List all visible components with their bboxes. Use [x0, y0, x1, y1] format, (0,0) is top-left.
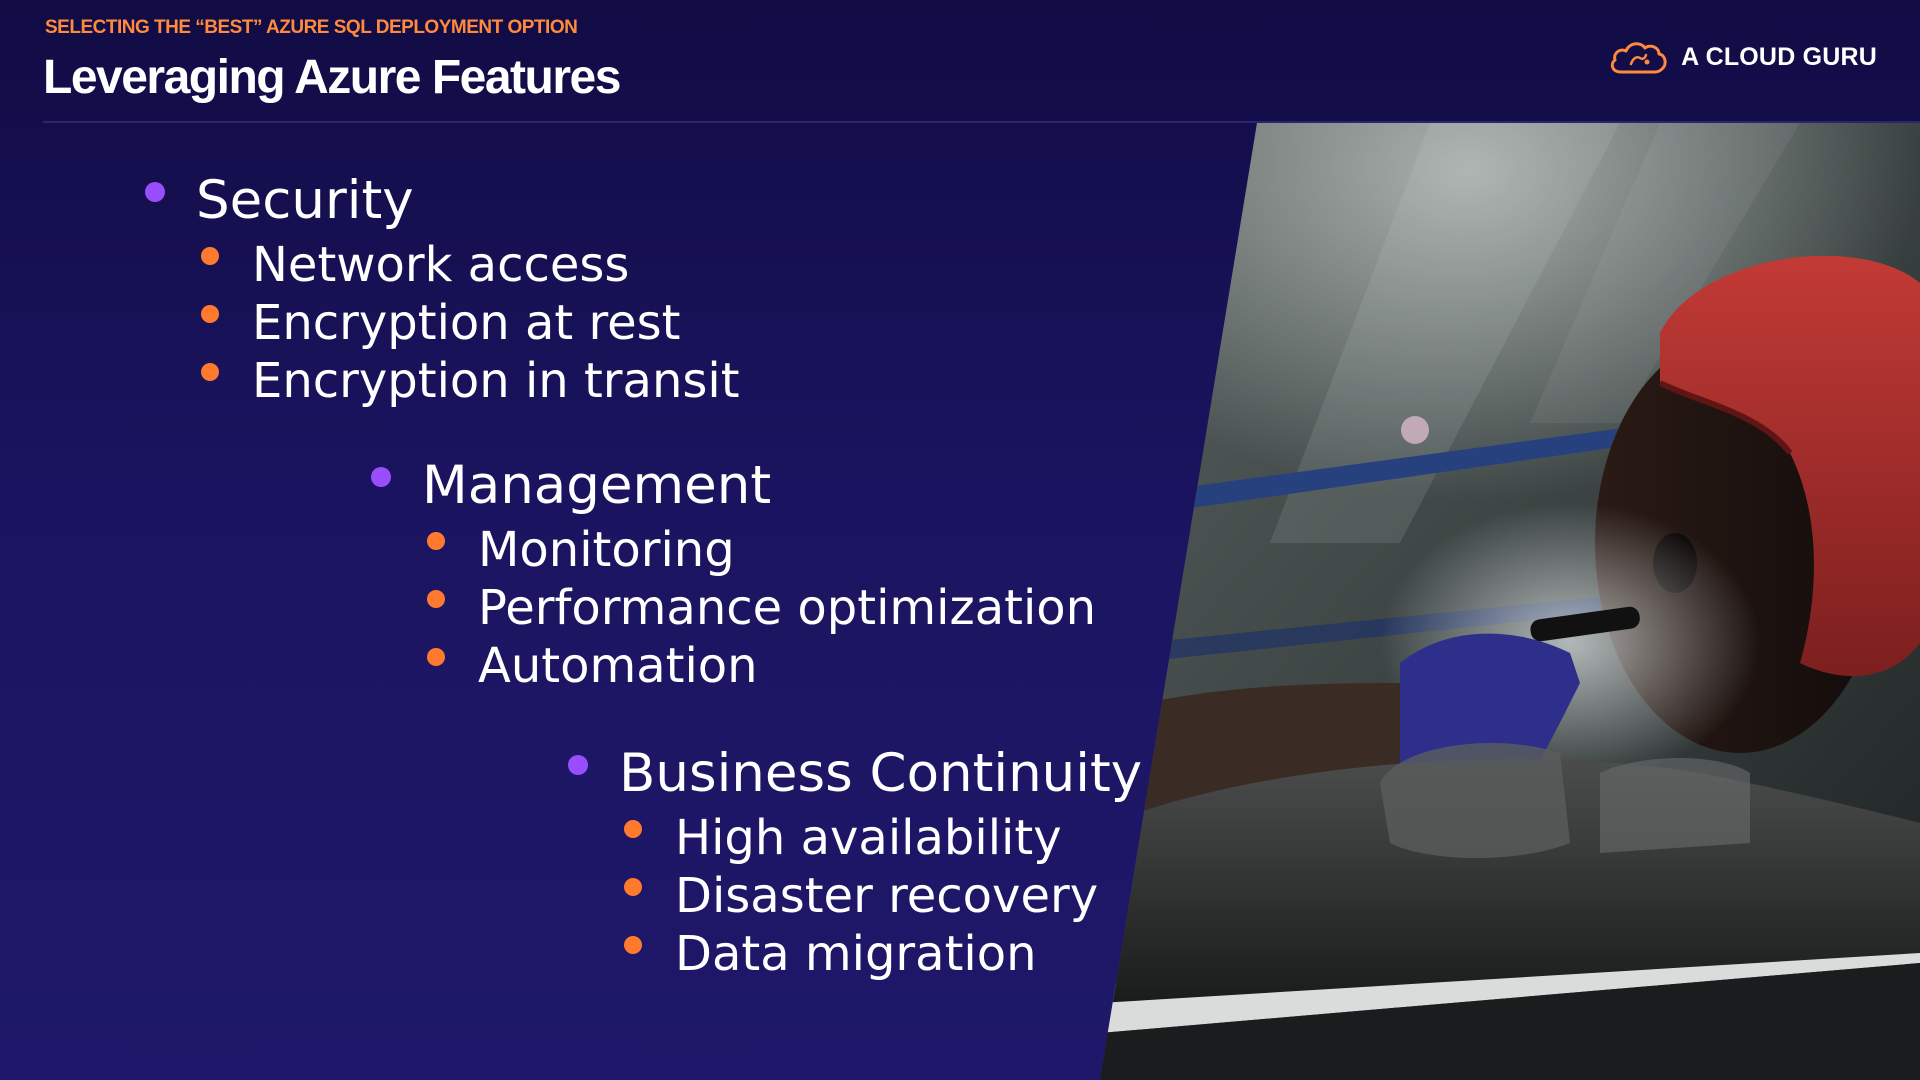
orange-bullet-icon [427, 532, 445, 550]
purple-bullet-icon [145, 182, 165, 202]
brand-name: A CLOUD GURU [1681, 42, 1877, 71]
sub-bullet-encryption-in-transit: Encryption in transit [140, 352, 740, 410]
cloud-icon [1610, 42, 1667, 74]
sub-bullet-text: Disaster recovery [675, 868, 1099, 924]
sub-bullet-text: Monitoring [478, 522, 735, 578]
boxer-photo [1100, 123, 1920, 1080]
sub-bullet-text: Encryption in transit [252, 353, 740, 409]
brand-logo: A CLOUD GURU [1607, 38, 1877, 76]
sub-bullet-network-access: Network access [140, 236, 740, 294]
sub-bullet-disaster-recovery: Disaster recovery [563, 867, 1142, 925]
bullet-management: Management [366, 451, 1096, 521]
orange-bullet-icon [201, 247, 219, 265]
sub-bullet-text: Network access [252, 237, 630, 293]
sub-bullet-text: Encryption at rest [252, 295, 681, 351]
header-divider [43, 121, 1920, 123]
orange-bullet-icon [624, 936, 642, 954]
boxer-photo-illustration [1100, 123, 1920, 1080]
bullet-text: Security [196, 170, 414, 231]
sub-bullet-encryption-at-rest: Encryption at rest [140, 294, 740, 352]
sub-bullet-automation: Automation [366, 637, 1096, 695]
orange-bullet-icon [624, 820, 642, 838]
bullet-group-security: Security Network access Encryption at re… [140, 166, 740, 410]
bullet-security: Security [140, 166, 740, 236]
sub-bullet-text: High availability [675, 810, 1062, 866]
sub-bullet-monitoring: Monitoring [366, 521, 1096, 579]
slide-title: Leveraging Azure Features [43, 51, 621, 104]
slide-kicker: SELECTING THE “BEST” AZURE SQL DEPLOYMEN… [45, 17, 578, 38]
bullet-group-management: Management Monitoring Performance optimi… [366, 451, 1096, 695]
orange-bullet-icon [624, 878, 642, 896]
sub-bullet-text: Automation [478, 638, 758, 694]
bullet-business-continuity: Business Continuity [563, 739, 1142, 809]
orange-bullet-icon [427, 590, 445, 608]
bullet-text: Business Continuity [619, 743, 1143, 804]
bullet-text: Management [422, 455, 772, 516]
orange-bullet-icon [201, 305, 219, 323]
orange-bullet-icon [201, 363, 219, 381]
orange-bullet-icon [427, 648, 445, 666]
sub-bullet-data-migration: Data migration [563, 925, 1142, 983]
sub-bullet-high-availability: High availability [563, 809, 1142, 867]
purple-bullet-icon [568, 755, 588, 775]
purple-bullet-icon [371, 467, 391, 487]
sub-bullet-performance-optimization: Performance optimization [366, 579, 1096, 637]
sub-bullet-text: Performance optimization [478, 580, 1097, 636]
bullet-group-business-continuity: Business Continuity High availability Di… [563, 739, 1142, 983]
sub-bullet-text: Data migration [675, 926, 1037, 982]
